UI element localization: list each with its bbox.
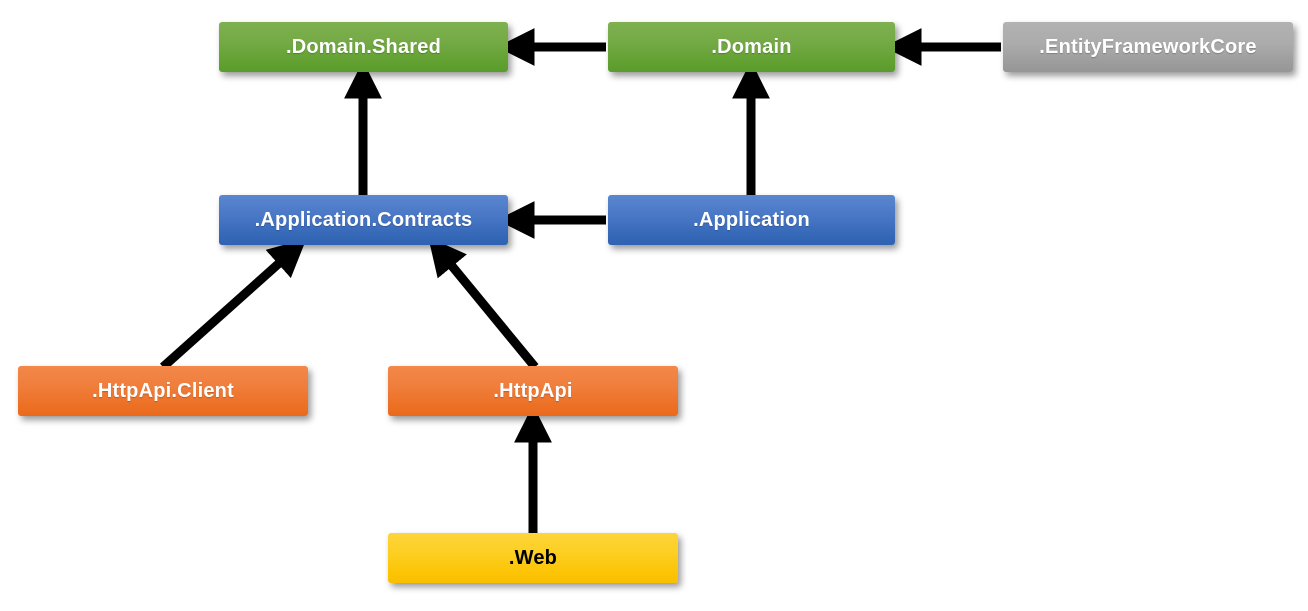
node-entity-framework-core[interactable]: .EntityFrameworkCore — [1003, 22, 1293, 72]
node-application-contracts[interactable]: .Application.Contracts — [219, 195, 508, 245]
node-domain-shared[interactable]: .Domain.Shared — [219, 22, 508, 72]
node-httpapi-client-label: .HttpApi.Client — [92, 380, 234, 402]
dependency-arrow — [160, 238, 307, 371]
node-application-label: .Application — [693, 209, 810, 231]
node-domain-label: .Domain — [711, 36, 792, 58]
node-httpapi-label: .HttpApi — [493, 380, 573, 402]
node-application[interactable]: .Application — [608, 195, 895, 245]
node-web-label: .Web — [508, 547, 558, 569]
node-entity-framework-core-label: .EntityFrameworkCore — [1039, 36, 1257, 58]
node-httpapi[interactable]: .HttpApi — [388, 366, 678, 416]
node-httpapi-client[interactable]: .HttpApi.Client — [18, 366, 308, 416]
node-domain-shared-label: .Domain.Shared — [285, 36, 442, 58]
node-application-contracts-label: .Application.Contracts — [254, 209, 473, 231]
node-domain[interactable]: .Domain — [608, 22, 895, 72]
node-web[interactable]: .Web — [388, 533, 678, 583]
dependency-arrow — [428, 237, 539, 370]
